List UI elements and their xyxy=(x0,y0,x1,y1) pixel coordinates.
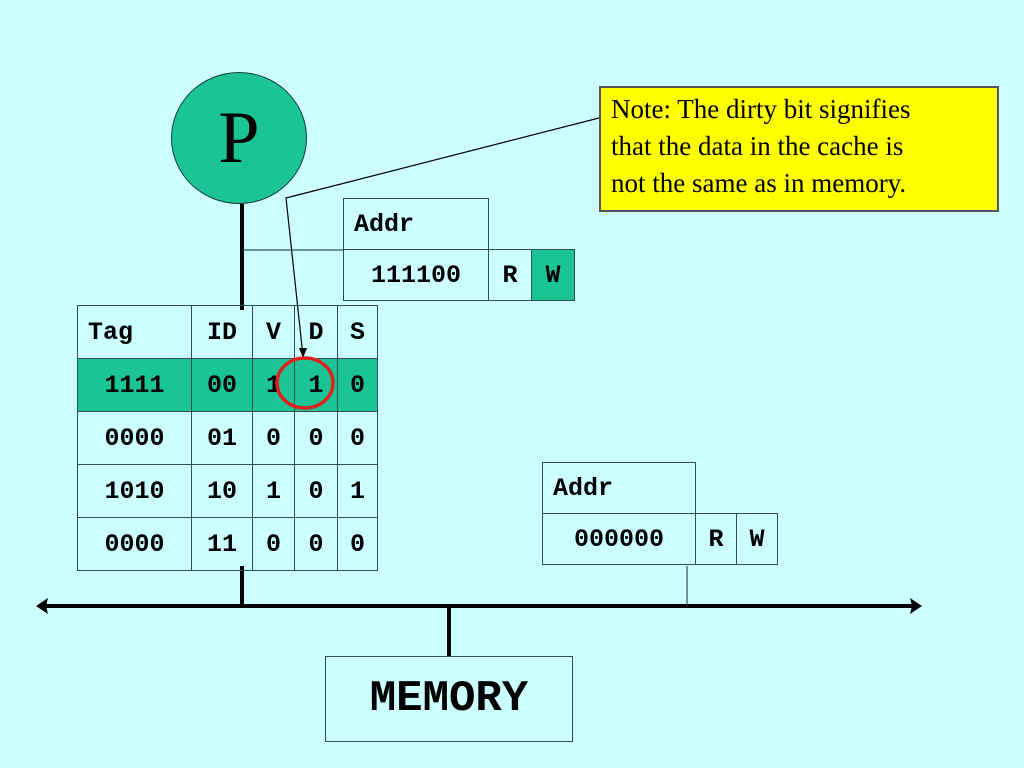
bus-arrow-right xyxy=(910,598,922,614)
note-line: Note: The dirty bit signifies xyxy=(611,94,911,124)
cell-valid: 0 xyxy=(252,411,295,465)
note-pointer xyxy=(285,117,600,357)
cell-tag: 0000 xyxy=(77,517,192,571)
addr-value: 111100 xyxy=(343,249,489,301)
cell-dirty: 0 xyxy=(294,464,338,518)
table-row: 1010 10 1 0 1 xyxy=(77,464,378,518)
cell-dirty: 0 xyxy=(294,517,338,571)
cell-tag: 0000 xyxy=(77,411,192,465)
cell-shared: 0 xyxy=(337,517,378,571)
cache-table: Tag ID V D S 1111 00 1 1 0 0000 01 0 0 0… xyxy=(77,305,378,571)
bus-arrow-left xyxy=(36,598,48,614)
cell-tag: 1111 xyxy=(77,358,192,412)
cell-valid: 1 xyxy=(252,358,295,412)
cell-valid: 1 xyxy=(252,464,295,518)
bus-request-table: Addr 000000 R W xyxy=(542,462,778,565)
cache-header-row: Tag ID V D S xyxy=(77,305,378,359)
cell-valid: 0 xyxy=(252,517,295,571)
addr-header: Addr xyxy=(343,198,489,250)
note-callout: Note: The dirty bit signifies that the d… xyxy=(599,86,999,212)
bus-addr-value: 000000 xyxy=(542,513,696,565)
cell-dirty-circled: 1 xyxy=(294,358,338,412)
cell-id: 00 xyxy=(191,358,253,412)
bus-addr-header: Addr xyxy=(542,462,696,514)
header-valid: V xyxy=(252,305,295,359)
cell-shared: 1 xyxy=(337,464,378,518)
memory-label: MEMORY xyxy=(369,674,529,724)
header-shared: S xyxy=(337,305,378,359)
header-dirty: D xyxy=(294,305,338,359)
processor-node: P xyxy=(171,72,307,204)
note-line: that the data in the cache is xyxy=(611,131,904,161)
cell-id: 11 xyxy=(191,517,253,571)
memory-node: MEMORY xyxy=(325,656,573,742)
read-flag: R xyxy=(488,249,532,301)
cell-shared: 0 xyxy=(337,411,378,465)
table-row: 0000 11 0 0 0 xyxy=(77,517,378,571)
cell-id: 01 xyxy=(191,411,253,465)
cell-tag: 1010 xyxy=(77,464,192,518)
table-row: 0000 01 0 0 0 xyxy=(77,411,378,465)
processor-request-table: Addr 111100 R W xyxy=(343,198,575,301)
bus-read-flag: R xyxy=(695,513,737,565)
table-row-highlighted: 1111 00 1 1 0 xyxy=(77,358,378,412)
bus-write-flag: W xyxy=(736,513,778,565)
header-tag: Tag xyxy=(77,305,192,359)
cell-dirty: 0 xyxy=(294,411,338,465)
header-id: ID xyxy=(191,305,253,359)
note-line: not the same as in memory. xyxy=(611,168,907,198)
cell-shared: 0 xyxy=(337,358,378,412)
processor-label: P xyxy=(218,96,260,179)
write-flag-active: W xyxy=(531,249,575,301)
cell-id: 10 xyxy=(191,464,253,518)
